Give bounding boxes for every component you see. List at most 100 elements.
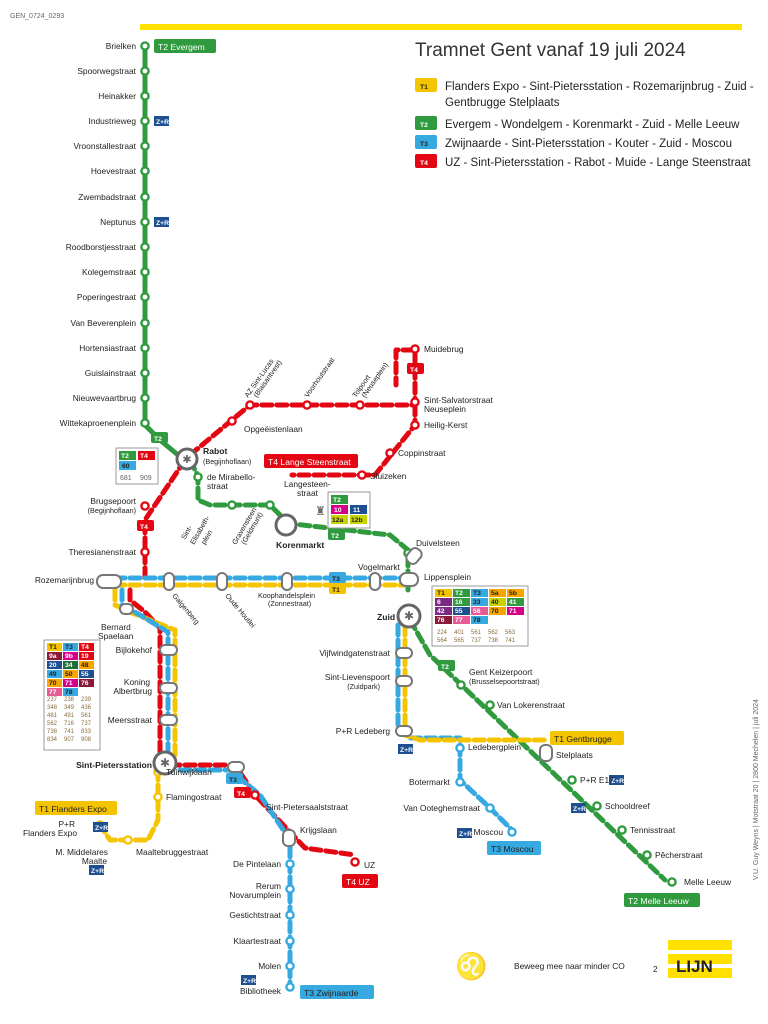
stop-klaartestraat[interactable]: [285, 936, 295, 946]
line-t4-muide: [187, 347, 418, 458]
line-badge: [63, 679, 78, 687]
label-pr-flanders-cont: Flanders Expo: [23, 828, 77, 838]
stop-brugsepoort[interactable]: [140, 501, 150, 511]
stop-maaltebruggestraat[interactable]: [123, 835, 133, 845]
line-badge: [489, 589, 506, 597]
stop-neptunus[interactable]: [140, 217, 150, 227]
tag-t2: [438, 660, 455, 671]
stop-melleleeuw[interactable]: [667, 877, 677, 887]
stop-moscou[interactable]: [507, 827, 517, 837]
stop-poperingestraat[interactable]: [140, 292, 150, 302]
stop-ledebergplein[interactable]: [455, 743, 465, 753]
tag-t4-label: T4: [237, 791, 245, 798]
stop-depintelaan[interactable]: [285, 859, 295, 869]
stop-sluizeken[interactable]: [357, 470, 367, 480]
stop-galgenberg[interactable]: [163, 572, 175, 591]
bus-transfer-icon: [609, 775, 624, 785]
stop-pr-e17[interactable]: [567, 775, 577, 785]
bus-line-number: 834: [47, 737, 58, 743]
stop-bernardspaelaan[interactable]: [119, 603, 134, 615]
stop-rozemarijnbrug[interactable]: [96, 574, 122, 589]
stop-flamingostraat[interactable]: [153, 792, 163, 802]
stop-hoevestraat[interactable]: [140, 166, 150, 176]
stop-sintsalvatorstraat[interactable]: [410, 397, 420, 407]
stop-guislainstraat[interactable]: [140, 368, 150, 378]
stop-industrieweg[interactable]: [140, 116, 150, 126]
hub-rabot[interactable]: ✱: [175, 447, 199, 471]
label-uz: UZ: [364, 860, 375, 870]
tag-t4: [137, 520, 154, 531]
bus-transfer-icon: [154, 116, 169, 126]
stop-vanbeverenplein[interactable]: [140, 318, 150, 328]
stop-meersstraat[interactable]: [159, 714, 178, 726]
stop-wittekaproenenplein[interactable]: [140, 418, 150, 428]
legend-line1-desc-cont: Gentbrugge Stelplaats: [445, 97, 560, 109]
stop-voorhoutstraat[interactable]: [302, 400, 312, 410]
stop-vanlokerenstraat[interactable]: [485, 700, 495, 710]
stop-gravensteen[interactable]: [265, 500, 275, 510]
label-zuid: Zuid: [377, 612, 395, 622]
hub-sintpietersstation[interactable]: ✱: [152, 750, 178, 776]
stop-tennisstraat[interactable]: [617, 825, 627, 835]
stop-pecherstraat[interactable]: [642, 850, 652, 860]
stop-hortensiastraat[interactable]: [140, 343, 150, 353]
label-prledeberg: P+R Ledeberg: [336, 726, 391, 736]
stop-azsintlucas[interactable]: [245, 400, 255, 410]
stop-sintlievenspoort[interactable]: [395, 675, 413, 687]
stop-roodborstjesstraat[interactable]: [140, 242, 150, 252]
stop-mirabellostraat[interactable]: [193, 472, 203, 482]
label-melleleeuw: Melle Leeuw: [684, 877, 732, 887]
stop-tolpoort[interactable]: [355, 400, 365, 410]
stop-vogelmarkt[interactable]: [369, 572, 381, 591]
stop-koningalbertbrug[interactable]: [159, 682, 178, 694]
footer-slogan: Beweeg mee naar minder CO: [514, 961, 625, 971]
stop-vanooteghemstraat[interactable]: [485, 803, 495, 813]
stop-sintelisabethplein[interactable]: [227, 500, 237, 510]
stop-spoorwegstraat[interactable]: [140, 66, 150, 76]
stop-uz[interactable]: [350, 857, 360, 867]
stop-tram-t3-t4-split[interactable]: [227, 761, 245, 773]
stop-schooldreef[interactable]: [592, 801, 602, 811]
stop-rerumnovarumplein[interactable]: [285, 884, 295, 894]
stop-heinakker[interactable]: [140, 91, 150, 101]
stop-vijfwindgatenstraat[interactable]: [395, 647, 413, 659]
bus-line-number: 561: [471, 630, 482, 636]
castle-icon: ♜: [315, 504, 326, 518]
stop-koophandelsplein[interactable]: [281, 572, 293, 591]
badge-t2: T2: [121, 453, 129, 460]
stop-stelplaats[interactable]: [539, 744, 553, 762]
stop-lippensplein[interactable]: [399, 572, 419, 587]
stop-prledeberg[interactable]: [395, 725, 413, 737]
stop-zwembadstraat[interactable]: [140, 192, 150, 202]
stop-krijgslaan[interactable]: [282, 829, 296, 847]
label-bijlokehof: Bijlokehof: [116, 645, 153, 655]
stop-gestichtstraat[interactable]: [285, 910, 295, 920]
hub-zuid[interactable]: ✱: [396, 603, 422, 629]
stop-brielken[interactable]: [140, 41, 150, 51]
stop-molen[interactable]: [285, 961, 295, 971]
stop-kolegemstraat[interactable]: [140, 267, 150, 277]
stop-duivelsteen-pill[interactable]: [404, 546, 423, 566]
stop-muidebrug[interactable]: [410, 344, 420, 354]
map-title: Tramnet Gent vanaf 19 juli 2024: [415, 40, 686, 61]
stop-coppinstraat[interactable]: [385, 448, 395, 458]
stop-theresianenstraat[interactable]: [140, 547, 150, 557]
line-badge-label: 5b: [509, 590, 517, 597]
hub-korenmarkt[interactable]: [274, 513, 298, 537]
badge-12a: 12a: [332, 517, 344, 524]
label-brielken: Brielken: [106, 41, 137, 51]
badge-11: 11: [353, 507, 360, 514]
stop-heiligkerst[interactable]: [410, 420, 420, 430]
stop-vroonstallestraat[interactable]: [140, 141, 150, 151]
stop-nieuwevaartbrug[interactable]: [140, 393, 150, 403]
badge-t4: T4: [140, 453, 148, 460]
stop-botermarkt[interactable]: [455, 777, 465, 787]
stop-sintpietersaalststraat[interactable]: [250, 790, 260, 800]
stop-oudehoutlei[interactable]: [216, 572, 228, 591]
bus-909: 909: [140, 475, 152, 482]
stop-opgeeistenlaan[interactable]: [227, 416, 237, 426]
stop-gentkeizerpoort[interactable]: [456, 680, 466, 690]
label-theresianenstraat: Theresianenstraat: [68, 547, 136, 557]
stop-bijlokehof[interactable]: [159, 644, 178, 656]
stop-bibliotheek[interactable]: [285, 982, 295, 992]
